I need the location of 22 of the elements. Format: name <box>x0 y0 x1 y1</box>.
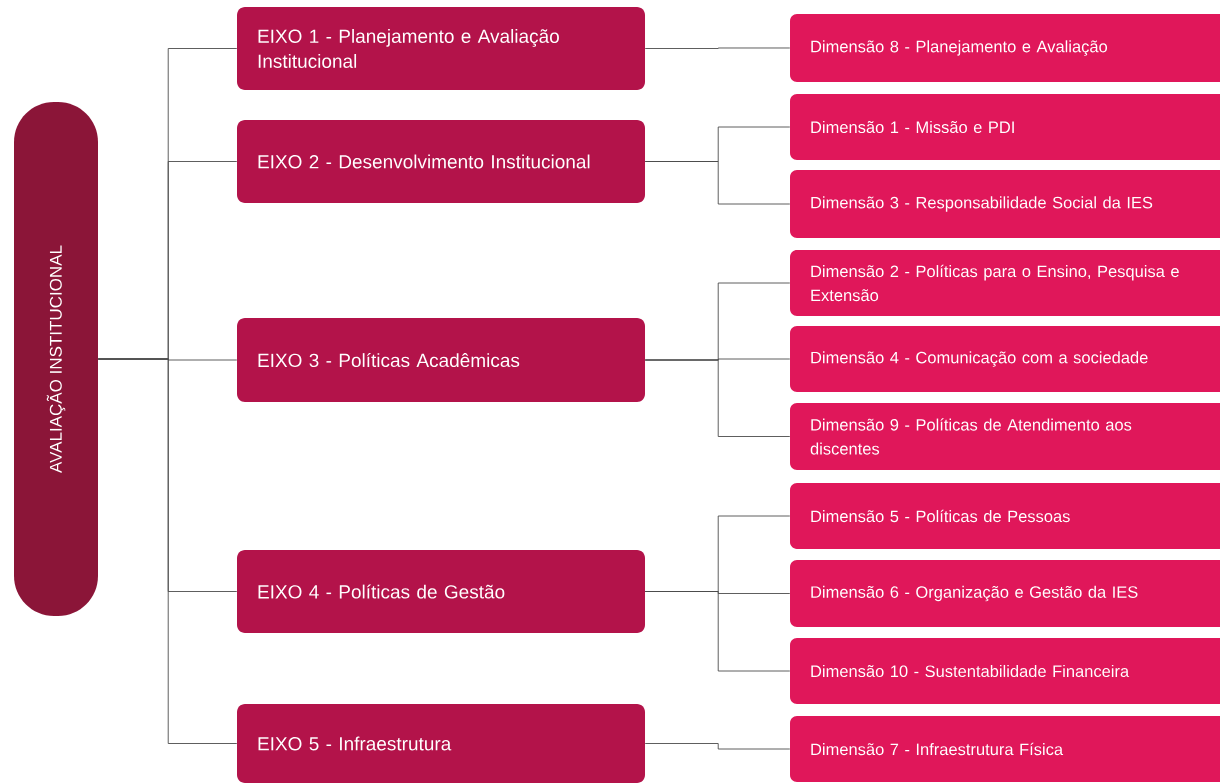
title-pill: AVALIAÇÃO INSTITUCIONAL <box>14 102 98 616</box>
dimension-box: Dimensão 8 - Planejamento e Avaliação <box>790 14 1220 82</box>
dimension-box: Dimensão 10 - Sustentabilidade Financeira <box>790 638 1220 704</box>
dimension-box: Dimensão 5 - Políticas de Pessoas <box>790 483 1220 549</box>
dimension-box: Dimensão 9 - Políticas de Atendimento aos discentes <box>790 403 1220 470</box>
connector-line <box>644 47 791 49</box>
connector-line <box>644 591 791 672</box>
axis-box: EIXO 4 - Políticas de Gestão <box>237 550 645 633</box>
axis-box: EIXO 1 - Planejamento e Avaliação Institucional <box>237 7 645 90</box>
dimension-box: Dimensão 2 - Políticas para o Ensino, Pesquisa e Extensão <box>790 250 1220 316</box>
axis-box: EIXO 5 - Infraestrutura <box>237 704 645 783</box>
connector-line <box>644 359 791 437</box>
connector-line <box>97 358 238 744</box>
dimension-box: Dimensão 3 - Responsabilidade Social da IES <box>790 170 1220 238</box>
dimension-box: Dimensão 7 - Infraestrutura Física <box>790 716 1220 782</box>
axis-box: EIXO 3 - Políticas Acadêmicas <box>237 318 645 402</box>
connector-line <box>644 161 791 205</box>
dimension-box: Dimensão 4 - Comunicação com a sociedade <box>790 326 1220 392</box>
axis-box: EIXO 2 - Desenvolvimento Institucional <box>237 120 645 203</box>
dimension-box: Dimensão 6 - Organização e Gestão da IES <box>790 560 1220 627</box>
dimension-box: Dimensão 1 - Missão e PDI <box>790 94 1220 160</box>
connector-line <box>644 743 791 750</box>
